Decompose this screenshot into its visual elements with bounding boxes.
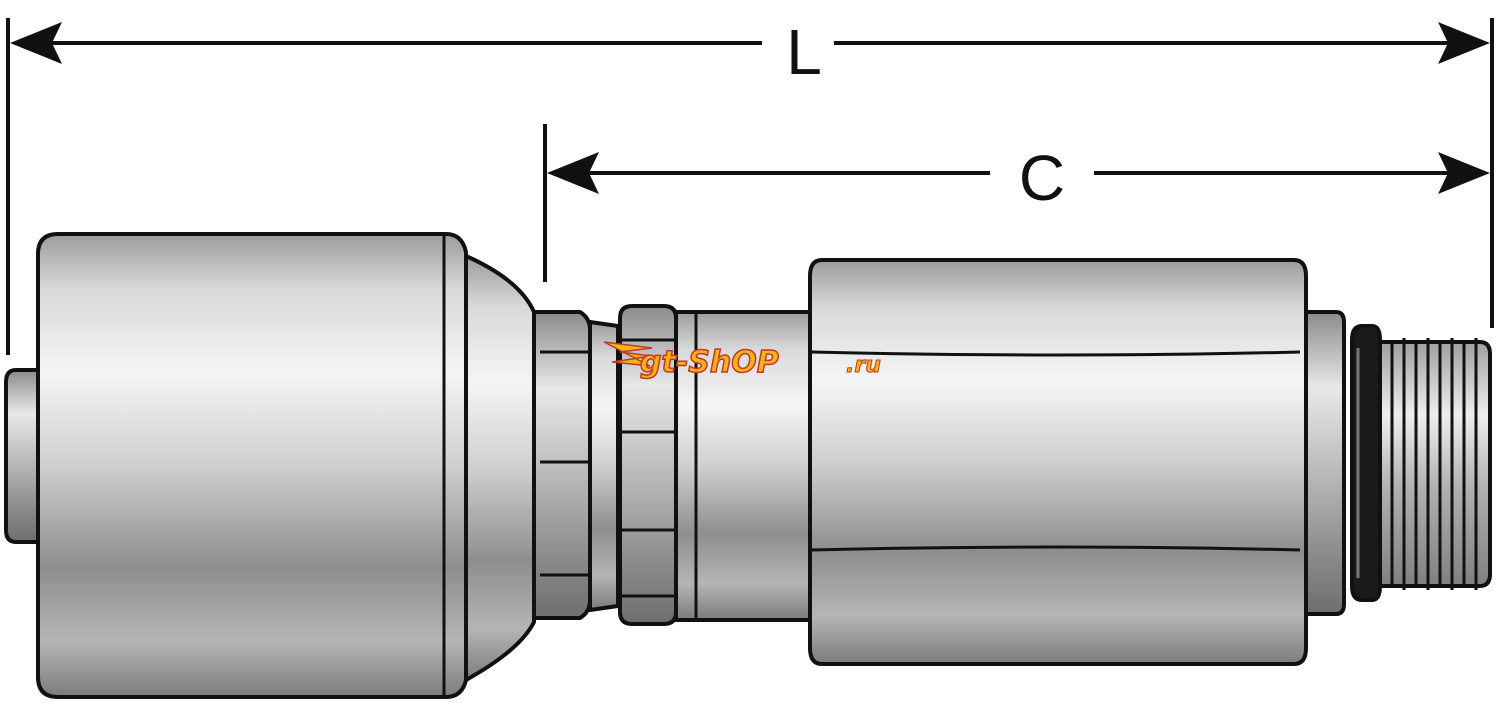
threaded-end [1378,340,1492,588]
watermark-text: gt-ShOP [640,345,779,380]
crimp-collar [532,310,592,620]
o-ring [1350,324,1382,602]
fitting-body [4,232,1492,699]
arrowhead-c-left [547,152,599,194]
collar-shoulder [588,320,620,612]
ferrule-sleeve [36,232,468,699]
dimension-label-C: C [1019,142,1065,214]
dimension-C: C [543,124,1490,282]
thread-ridges [1390,338,1478,590]
hex-flat-line-bottom [811,545,1301,552]
adapter-shoulder [1304,310,1346,616]
hex-flat-line-top [811,350,1301,357]
watermark-swoosh [603,341,653,367]
dimension-L: L [6,16,1494,355]
ferrule-taper [464,254,536,682]
watermark-logo: gt-ShOP .ru [603,341,881,381]
dimension-label-L: L [786,16,822,88]
swivel-hex-nut [808,258,1308,666]
arrowhead-left [10,22,62,64]
arrowhead-right [1438,22,1490,64]
arrowhead-c-right [1438,152,1490,194]
hose-insert [4,368,40,544]
watermark-suffix: .ru [846,353,881,378]
